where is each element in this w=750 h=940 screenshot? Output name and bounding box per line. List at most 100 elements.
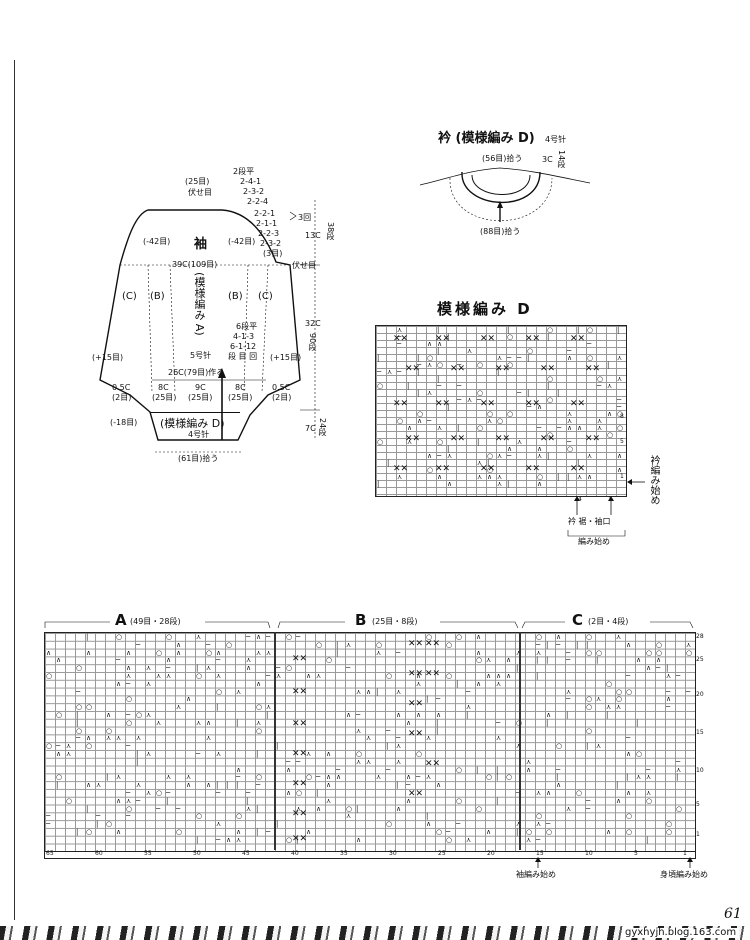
stitch-symbol: ○ (426, 633, 433, 641)
stitch-symbol: ∧ (126, 648, 132, 657)
stitch-symbol: ─ (377, 368, 382, 376)
chart-col-label: 35 (340, 850, 348, 857)
sleeve-right-dec: (-42目) (228, 237, 256, 246)
stitch-symbol: ○ (126, 804, 133, 813)
stitch-symbol: ∧ (666, 695, 672, 704)
stitch-symbol: | (216, 703, 219, 712)
stitch-symbol: ∧ (507, 445, 513, 453)
stitch-symbol: ○ (116, 633, 123, 641)
cuff-pattern: (模様編み D) (160, 417, 225, 430)
stitch-symbol: ⋏ (376, 773, 382, 782)
stitch-symbol: ∧ (476, 633, 482, 641)
stitch-symbol: ○ (226, 640, 233, 649)
chart-row-label: 10 (696, 767, 704, 774)
chart-row-label: 20 (696, 691, 704, 698)
stitch-symbol: ∧ (506, 672, 512, 680)
stitch-symbol: | (606, 711, 609, 719)
stitch-symbol: ○ (477, 424, 484, 432)
stitch-symbol: ─ (446, 828, 451, 836)
needle-5: 5号针 (190, 351, 212, 360)
stitch-symbol: ⋏ (136, 734, 142, 743)
stitch-symbol: ∧ (607, 410, 613, 418)
cable-cross-symbol: ✕✕ (408, 669, 424, 679)
stitch-symbol: ○ (507, 410, 514, 418)
chart-col-label: 25 (438, 850, 446, 857)
stitch-symbol: ○ (617, 424, 624, 432)
stitch-symbol: ∧ (526, 765, 532, 774)
stitch-symbol: ─ (296, 757, 301, 766)
stitch-symbol: | (417, 389, 420, 397)
chart-ab-divider (274, 632, 276, 850)
stitch-symbol: | (646, 835, 649, 844)
stitch-symbol: ─ (397, 368, 402, 376)
stitch-symbol: | (546, 656, 549, 665)
stitch-symbol: ⋏ (666, 672, 672, 680)
stitch-symbol: ─ (166, 789, 171, 797)
stitch-symbol: ∧ (406, 773, 412, 782)
seg-9c: 9C (195, 383, 206, 392)
seg-8c-right-sub: (25目) (228, 393, 253, 402)
stitch-symbol: ⋏ (646, 789, 652, 797)
chart-abc-grid (44, 632, 696, 852)
stitch-symbol: ∧ (126, 664, 132, 673)
stitch-symbol: ⋏ (96, 781, 102, 790)
chart-c-sub: (2目・4段) (588, 617, 629, 626)
stitch-symbol: ○ (166, 633, 173, 641)
stitch-symbol: | (557, 473, 560, 481)
cable-cross-symbol: ✕✕ (405, 434, 421, 444)
stitch-symbol: ⋏ (186, 773, 192, 782)
stitch-symbol: ∧ (496, 672, 502, 680)
stitch-symbol: | (166, 796, 169, 805)
stitch-symbol: | (556, 773, 559, 782)
stitch-symbol: ○ (216, 687, 223, 696)
stitch-symbol: | (76, 711, 79, 719)
stitch-symbol: ∧ (447, 480, 453, 488)
stitch-symbol: ─ (396, 648, 401, 657)
stitch-symbol: | (456, 679, 459, 688)
stitch-symbol: ─ (236, 773, 241, 782)
stitch-symbol: ⋏ (477, 459, 483, 467)
stitch-symbol: ⋏ (236, 687, 242, 696)
stitch-symbol: ○ (306, 773, 313, 782)
stitch-symbol: ⋏ (206, 664, 212, 673)
stitch-symbol: ∧ (396, 711, 402, 719)
stitch-symbol: ○ (416, 750, 423, 758)
stitch-symbol: ⋏ (567, 410, 573, 418)
stitch-symbol: | (377, 354, 380, 362)
stitch-symbol: ○ (666, 820, 673, 829)
needle-4: 4号针 (188, 430, 210, 439)
stitch-symbol: ─ (617, 403, 622, 411)
chart-col-label: 40 (291, 850, 299, 857)
stitch-symbol: ○ (567, 445, 574, 453)
side-05-left: 0.5C (112, 383, 131, 392)
stitch-symbol: ─ (567, 347, 572, 355)
stitch-symbol: ─ (296, 633, 301, 641)
stitch-symbol: ∧ (86, 781, 92, 790)
stitch-symbol: | (487, 459, 490, 467)
pattern-d-bottom-label-2: 編み始め (578, 537, 610, 546)
pattern-d-row-8: 8 (620, 413, 624, 420)
stitch-symbol: ⋏ (577, 473, 583, 481)
stitch-symbol: | (356, 804, 359, 813)
cuff-width: (61目)拾う (178, 454, 219, 463)
collar-pick-bottom: (88目)拾う (480, 227, 521, 236)
stitch-symbol: ─ (436, 695, 441, 704)
stitch-symbol: ─ (686, 687, 691, 696)
stitch-symbol: ○ (256, 703, 263, 712)
stitch-symbol: ⋏ (566, 804, 572, 813)
stitch-symbol: ⋏ (486, 656, 492, 665)
cable-cross-symbol: ✕✕ (585, 434, 601, 444)
stitch-symbol: ∧ (617, 466, 623, 474)
cable-cross-symbol: ✕✕ (435, 464, 451, 474)
stitch-symbol: ─ (666, 687, 671, 696)
cable-cross-symbol: ✕✕ (393, 399, 409, 409)
stitch-symbol: | (376, 687, 379, 696)
cable-cross-symbol: ✕✕ (480, 334, 496, 344)
stitch-symbol: | (276, 820, 279, 829)
stitch-symbol: | (507, 326, 510, 334)
stitch-symbol: ○ (507, 361, 514, 369)
stitch-symbol: | (396, 781, 399, 790)
chart-col-label: 5 (634, 850, 638, 857)
